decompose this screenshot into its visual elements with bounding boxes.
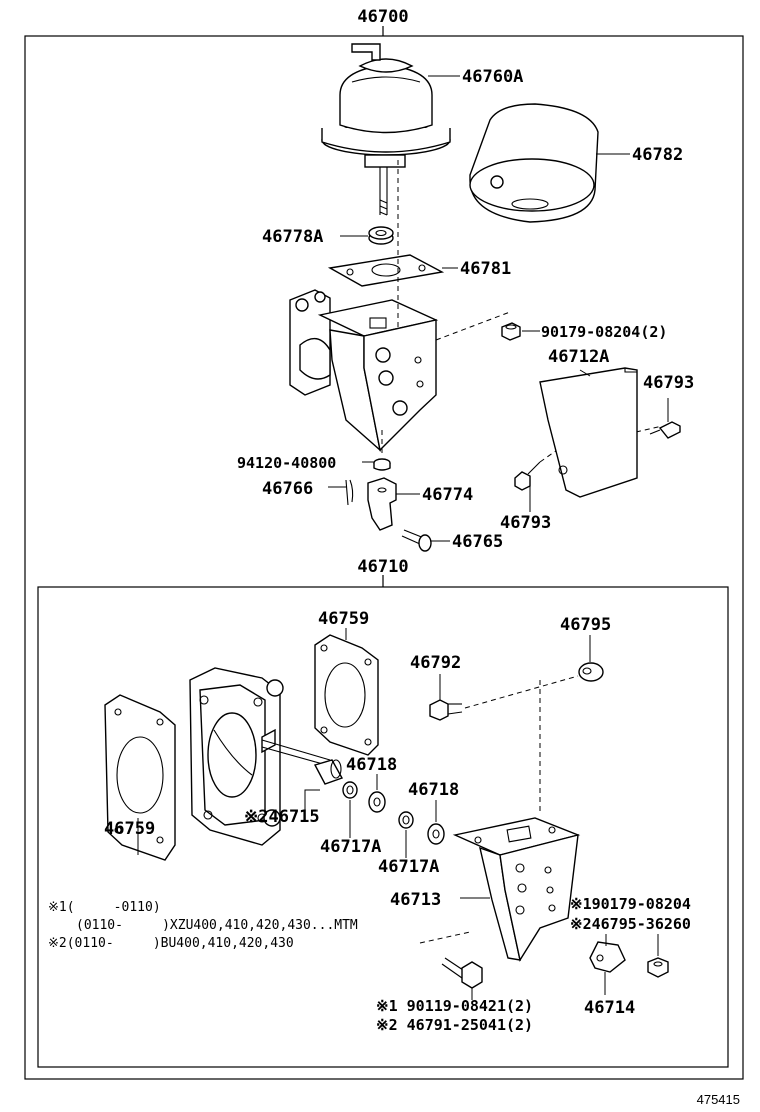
washer-46717a-1 [342,781,358,799]
label-gasket-plate: 46781 [460,259,511,279]
label-bolt2: ※2 46791-25041(2) [376,1016,533,1034]
collar-46795 [578,662,604,682]
label-subassy: 46710 [357,557,408,577]
actuator-diaphragm [321,43,451,216]
washer-46718-2 [427,823,445,845]
note-line2: (0110- )XZU400,410,420,430...MTM [76,918,358,933]
label-bolt-mid: 46792 [410,653,461,673]
label-assy: 46700 [357,7,408,27]
label-nut-upper: 90179-08204(2) [541,323,667,341]
labels: 46700 46760A 46782 46778A 46781 90179-08… [104,7,694,1034]
label-bolt1: ※1 90119-08421(2) [376,997,533,1015]
label-nut-lower: 94120-40800 [237,454,336,472]
gasket-left [104,694,176,861]
label-nut: 46778A [262,227,323,247]
nut-lower-right [647,957,669,978]
label-alt-collar: ※246795-36260 [570,915,691,933]
reference-number: 475415 [697,1092,740,1107]
label-bolt-a: 46793 [643,373,694,393]
bolt-46792 [429,699,463,721]
label-bolt-b: 46793 [500,513,551,533]
label-gasket-left: 46759 [104,819,155,839]
label-collar: 46795 [560,615,611,635]
outer-frame [24,26,744,1080]
plate-46781 [327,254,445,287]
alignment-lines-upper [381,160,663,463]
label-cover: 46782 [632,145,683,165]
label-washer-b: 46718 [408,780,459,800]
nut-46778a [368,226,394,245]
note-line3: ※2(0110- )BU400,410,420,430 [48,936,294,951]
label-shaft: ※246715 [244,807,320,827]
alignment-lines-lower [419,675,579,944]
nut-94120 [373,458,391,471]
link-46774 [367,477,397,531]
washer-46718-1 [368,791,386,813]
label-actuator: 46760A [462,67,523,87]
label-bracket: 46713 [390,890,441,910]
bracket-cover-46712a [539,367,638,498]
leader-lines [137,75,669,1000]
applicability-notes: ※1( -0110) (0110- )XZU400,410,420,430...… [48,900,358,951]
label-washer-a2: 46717A [320,837,381,857]
label-washer-a: 46718 [346,755,397,775]
note-line1: ※1( -0110) [48,900,161,915]
label-lever: 46714 [584,998,635,1018]
label-pin: 46765 [452,532,503,552]
label-bracket-cover: 46712A [548,347,609,367]
label-gasket-top: 46759 [318,609,369,629]
inner-frame [37,575,729,1068]
pin-46765 [401,529,432,552]
gasket-top [314,634,379,756]
bracket-46713 [452,817,581,962]
collar-46715 [313,759,344,785]
nut-90179 [501,322,521,341]
label-link: 46774 [422,485,473,505]
label-clip: 46766 [262,479,313,499]
bolt-46793-right [649,421,681,439]
bolt-lower [441,957,483,989]
actuator-cover [469,103,599,223]
upper-bracket-assembly [289,289,439,452]
bolt-46793-left [514,461,541,491]
lever-46714 [589,941,626,973]
label-washer-b2: 46717A [378,857,439,877]
label-alt-nut: ※190179-08204 [570,895,691,913]
washer-46717a-2 [398,811,414,829]
clip-46766 [345,479,354,506]
throttle-body [189,667,331,846]
